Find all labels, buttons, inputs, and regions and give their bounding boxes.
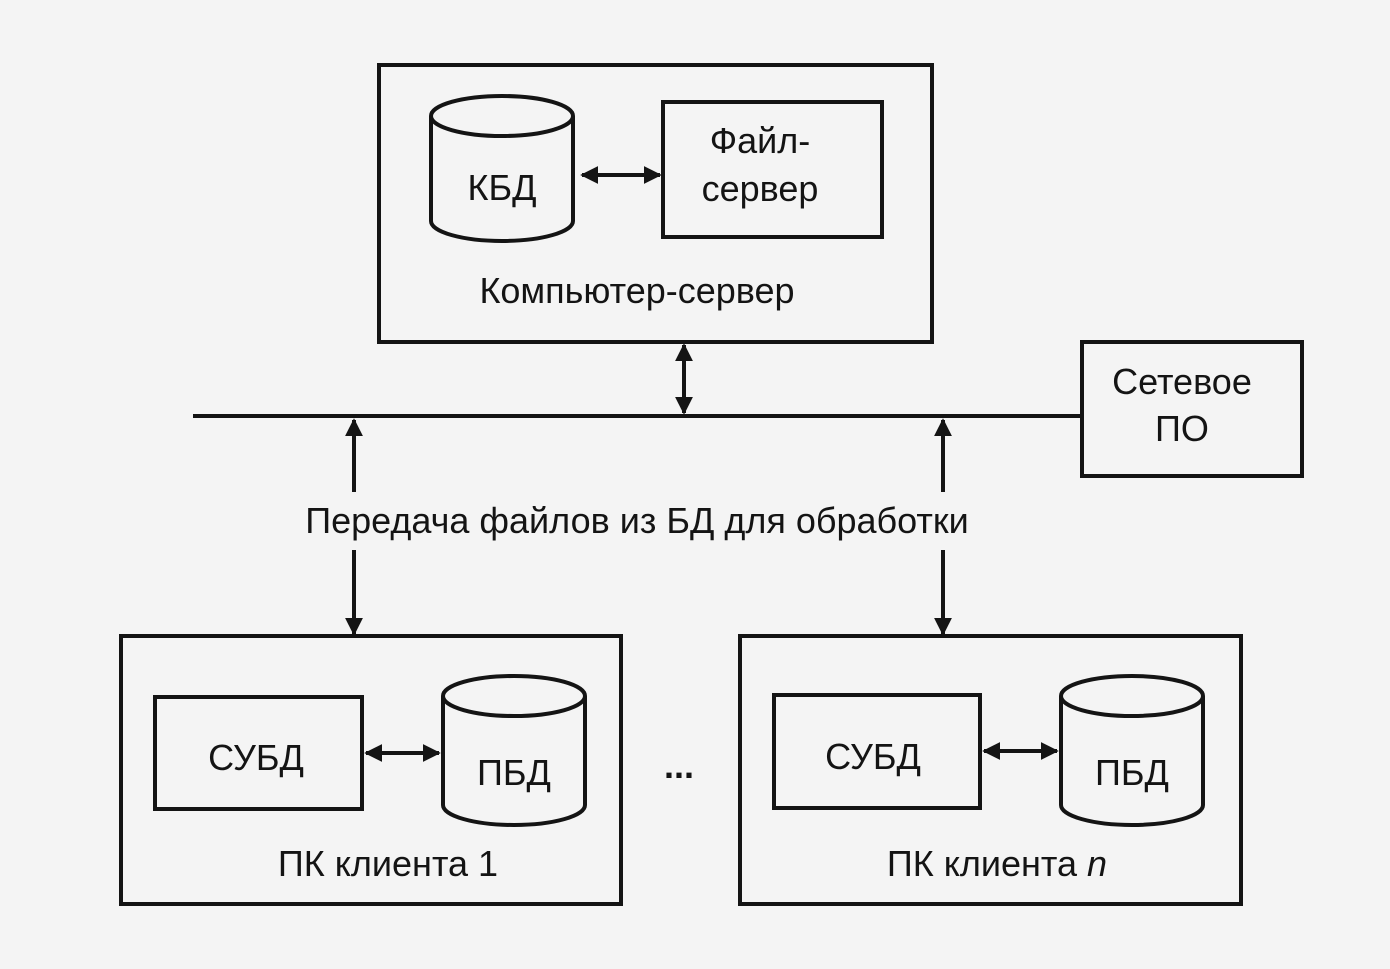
- clientn-pc-box: СУБД ПБД ПК клиента n: [738, 634, 1243, 906]
- file-server-label-line2: сервер: [702, 168, 819, 209]
- transfer-label: Передача файлов из БД для обработки: [305, 500, 969, 541]
- file-server-label-line1: Файл-: [710, 120, 811, 161]
- server-computer-caption: Компьютер-сервер: [479, 270, 794, 311]
- client1-database-label: ПБД: [477, 752, 551, 793]
- network-software-label-line1: Сетевое: [1112, 361, 1252, 402]
- client1-database-cylinder: ПБД: [441, 674, 587, 827]
- central-database-label: КБД: [468, 167, 537, 208]
- clientn-caption-variable: n: [1087, 843, 1107, 884]
- clientn-database-cylinder: ПБД: [1059, 674, 1205, 827]
- client1-dbms-label: СУБД: [208, 737, 304, 778]
- central-database-cylinder: КБД: [429, 94, 575, 243]
- clientn-caption-prefix: ПК клиента: [887, 843, 1087, 884]
- ellipsis: ...: [664, 745, 694, 786]
- clientn-caption: ПК клиента n: [887, 843, 1107, 884]
- network-software-box: Сетевое ПО: [1080, 340, 1304, 478]
- client1-pc-box: СУБД ПБД ПК клиента 1: [119, 634, 623, 906]
- client1-dbms-box: СУБД: [153, 695, 364, 811]
- client1-caption: ПК клиента 1: [278, 843, 498, 884]
- clientn-dbms-box: СУБД: [772, 693, 982, 810]
- clientn-database-label: ПБД: [1095, 752, 1169, 793]
- server-computer-box: КБД Файл- сервер Компьютер-сервер: [377, 63, 934, 344]
- transfer-label-background: [252, 492, 1024, 550]
- file-server-box: Файл- сервер: [661, 100, 884, 239]
- clientn-dbms-label: СУБД: [825, 736, 921, 777]
- network-software-label-line2: ПО: [1155, 408, 1209, 449]
